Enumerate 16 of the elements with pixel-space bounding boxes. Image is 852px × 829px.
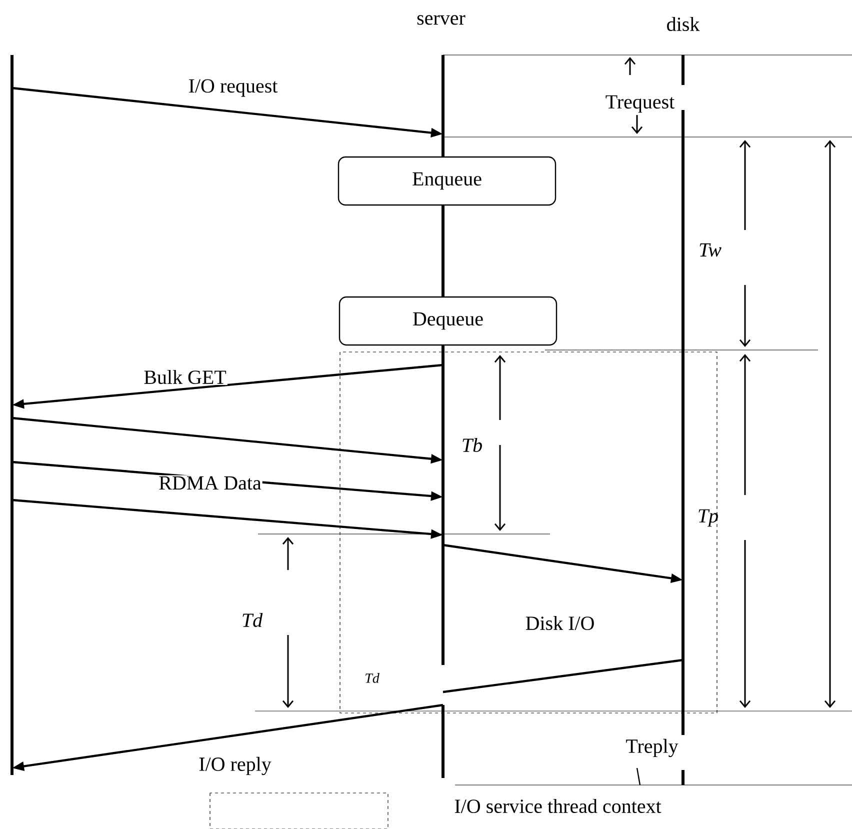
label-text: Tp bbox=[698, 509, 718, 527]
label-text: Treply bbox=[626, 738, 678, 758]
label-text: Tb bbox=[462, 438, 482, 452]
edge-label: I/O request bbox=[189, 79, 278, 97]
legend-text: I/O service thread context bbox=[454, 798, 662, 814]
label-text: Td bbox=[366, 673, 380, 683]
lifeline bbox=[10, 55, 14, 775]
edge-label: RDMA Data bbox=[159, 476, 262, 490]
label-text: Tw bbox=[700, 243, 722, 257]
process-box: Dequeue bbox=[338, 296, 558, 346]
label-text: Disk I/O bbox=[526, 616, 594, 630]
label-text: Td bbox=[242, 612, 263, 628]
process-box: Enqueue bbox=[338, 156, 556, 206]
edge-label: I/O reply bbox=[199, 756, 272, 776]
edge-label: Bulk GET bbox=[144, 370, 226, 384]
label-text: Trequest bbox=[606, 95, 675, 113]
